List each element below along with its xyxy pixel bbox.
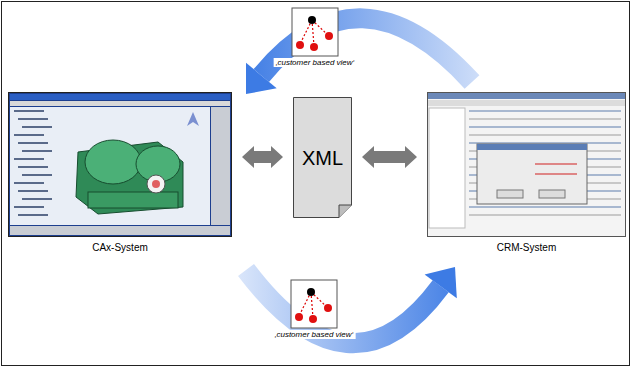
edge-label: ‚customer based view‘: [274, 58, 357, 67]
connector: [362, 146, 417, 168]
tree-icon: [291, 280, 337, 328]
screenshot-image: [8, 92, 232, 237]
connector: [246, 267, 457, 343]
edge-label: ‚customer based view‘: [273, 330, 356, 339]
screenshot-image: [427, 92, 626, 237]
tree-icon: [292, 8, 338, 56]
connector: [246, 18, 472, 94]
system-screenshot: CRM-System: [427, 92, 626, 253]
connector: [242, 146, 283, 168]
system-caption: CRM-System: [427, 242, 626, 253]
system-caption: CAx-System: [8, 242, 232, 253]
document-label: XML: [293, 146, 352, 169]
document-node: XML: [293, 97, 352, 218]
system-screenshot: CAx-System: [8, 92, 232, 253]
